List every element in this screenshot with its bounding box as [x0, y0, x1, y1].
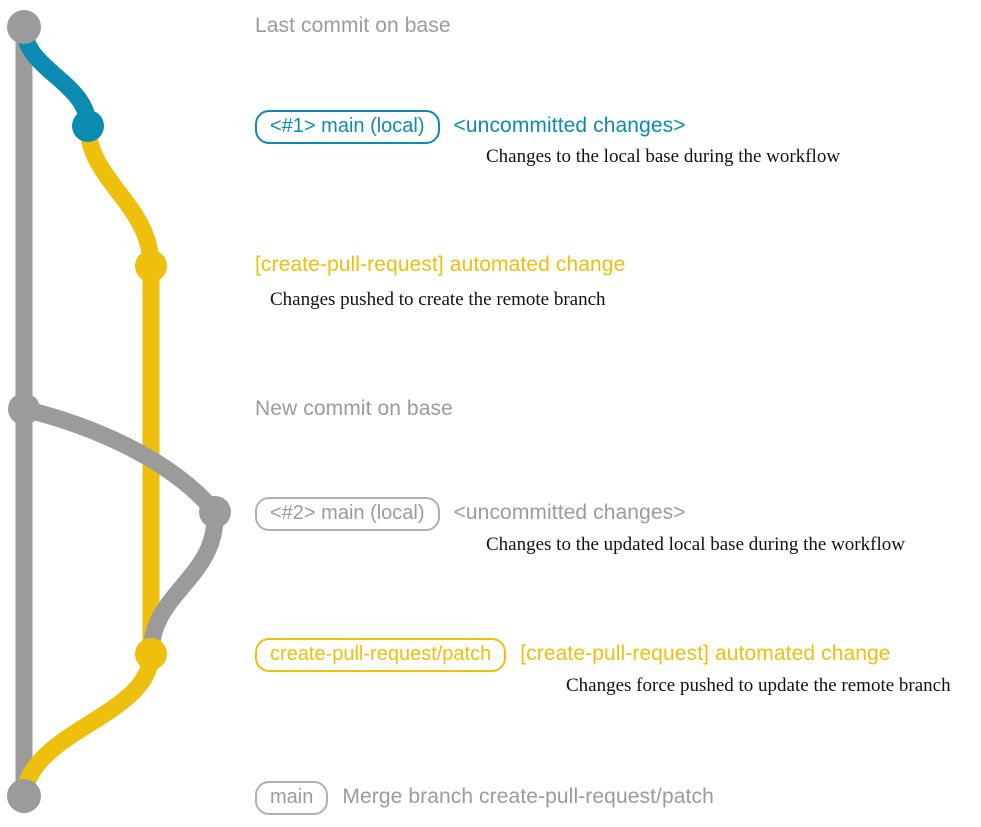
node-base-merge — [7, 779, 41, 813]
commit-description-cpr-automated-1: Changes pushed to create the remote bran… — [270, 289, 606, 310]
commit-headline: Last commit on base — [255, 14, 451, 37]
commit-row-last-commit-on-base: Last commit on base — [255, 14, 451, 38]
commit-row-main-local-1: <#1> main (local) <uncommitted changes> — [255, 110, 686, 144]
node-base-last-commit — [7, 10, 41, 44]
edge-base-to-main-local-2 — [15, 400, 224, 521]
commit-description-cpr-automated-2: Changes force pushed to update the remot… — [566, 675, 951, 696]
commit-headline: [create-pull-request] automated change — [520, 642, 891, 665]
commit-row-cpr-automated-1: [create-pull-request] automated change — [255, 253, 625, 277]
branch-badge-main-local-2[interactable]: <#2> main (local) — [255, 497, 440, 531]
commit-headline: Merge branch create-pull-request/patch — [342, 785, 714, 808]
commit-headline: <uncommitted changes> — [453, 114, 686, 137]
edge-base-to-main-local-1 — [15, 18, 97, 135]
branch-badge-main[interactable]: main — [255, 781, 329, 815]
node-base-new-commit — [8, 393, 40, 425]
commit-row-new-commit-on-base: New commit on base — [255, 397, 453, 421]
node-cpr-automated-1 — [135, 250, 167, 282]
commit-description-main-local-1: Changes to the local base during the wor… — [486, 146, 841, 167]
edge-main-local-2-to-cpr-2 — [142, 503, 224, 663]
branch-badge-cpr-patch[interactable]: create-pull-request/patch — [255, 638, 507, 672]
commit-headline: [create-pull-request] automated change — [255, 253, 626, 276]
commit-description-main-local-2: Changes to the updated local base during… — [486, 534, 905, 555]
commit-headline: New commit on base — [255, 397, 453, 420]
node-main-local-2 — [199, 496, 231, 528]
node-cpr-automated-2 — [135, 638, 167, 670]
branch-badge-main-local-1[interactable]: <#1> main (local) — [255, 110, 440, 144]
commit-headline: <uncommitted changes> — [453, 501, 686, 524]
commit-row-merge: main Merge branch create-pull-request/pa… — [255, 781, 714, 815]
node-main-local-1 — [72, 110, 104, 142]
edge-cpr-2-to-merge — [15, 645, 160, 805]
edge-main-local-1-to-cpr-1 — [79, 117, 160, 275]
commit-row-main-local-2: <#2> main (local) <uncommitted changes> — [255, 497, 686, 531]
commit-row-cpr-automated-2: create-pull-request/patch [create-pull-r… — [255, 638, 891, 672]
